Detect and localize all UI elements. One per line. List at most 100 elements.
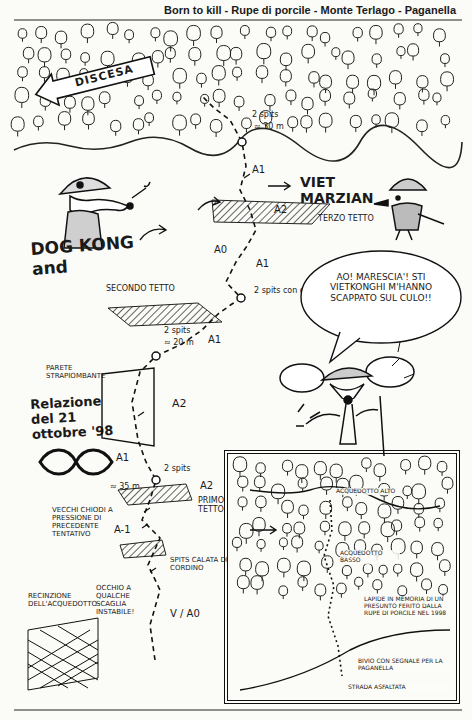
tree <box>173 92 181 104</box>
route-label: VIET MARZIAN <box>300 174 390 206</box>
route-label: ≈ 35 m <box>110 482 160 491</box>
tree <box>372 54 381 68</box>
tree <box>347 75 359 93</box>
tree <box>378 504 391 523</box>
tree <box>411 541 423 558</box>
route-label: SECONDO TETTO <box>106 284 196 293</box>
ear <box>280 364 324 392</box>
tree <box>435 498 444 512</box>
belays <box>152 138 246 484</box>
tree <box>410 563 422 582</box>
tree <box>298 577 307 591</box>
route-line <box>132 96 256 660</box>
tree <box>363 563 372 577</box>
fence <box>28 618 98 690</box>
infinity-mark <box>40 450 112 474</box>
tree <box>256 496 267 512</box>
tree <box>279 586 288 599</box>
tree <box>441 72 454 91</box>
cliff-edge <box>14 125 462 167</box>
tree <box>415 517 425 532</box>
tree <box>441 54 450 67</box>
tree <box>99 92 110 108</box>
belay <box>152 352 160 360</box>
tree <box>212 66 225 86</box>
route-label: A1 <box>252 164 282 176</box>
tree <box>422 579 432 594</box>
tree <box>283 26 292 39</box>
tree <box>234 96 244 111</box>
tree <box>403 486 412 499</box>
tree <box>256 463 266 477</box>
tree <box>23 47 34 63</box>
tree <box>238 497 247 511</box>
map-label: ACQUEDOTTO ALTO <box>336 488 396 495</box>
tree <box>437 461 447 476</box>
tree <box>417 120 428 136</box>
belay <box>152 476 160 484</box>
tree <box>320 521 329 535</box>
route-label: A1 <box>116 452 146 464</box>
route-label: RECINZIONE DELL'ACQUEDOTTO <box>28 592 94 608</box>
tree <box>58 112 70 131</box>
tree <box>61 49 71 63</box>
nose <box>344 396 352 404</box>
tree <box>307 26 317 41</box>
tree <box>298 478 307 492</box>
speech-bubble: AO! MARESCIA'! STI VIETKONGHI M'HANNO SC… <box>300 250 462 344</box>
tree <box>280 70 291 87</box>
tree <box>302 97 313 114</box>
tree <box>81 53 90 66</box>
tree <box>339 522 352 541</box>
tree <box>125 30 134 43</box>
tree <box>414 24 422 36</box>
tree <box>164 31 178 52</box>
tree <box>309 72 320 88</box>
tree <box>257 539 265 551</box>
tree <box>442 477 453 493</box>
route-label: A1 <box>208 334 238 346</box>
tree <box>238 476 248 491</box>
route-label: ≈ 20 m <box>164 338 214 347</box>
tree <box>419 89 429 105</box>
tree <box>394 92 405 109</box>
body-arms-rifle <box>306 396 384 456</box>
tree <box>15 87 29 108</box>
tree <box>432 542 444 560</box>
tree <box>337 583 347 598</box>
tree <box>434 29 446 47</box>
tree <box>288 117 298 132</box>
tree <box>257 43 271 64</box>
route-label: SPITS CALATA DI CORDINO <box>170 556 240 572</box>
pointer-arrow <box>268 182 290 190</box>
tree <box>286 90 296 105</box>
tree <box>187 25 201 46</box>
tree <box>362 458 371 472</box>
tree <box>251 576 263 595</box>
helmet <box>60 178 110 194</box>
mouse-cartoon <box>280 357 414 456</box>
tree <box>407 44 418 61</box>
tree <box>419 456 431 475</box>
tree <box>211 26 222 43</box>
tree <box>414 503 424 517</box>
beak <box>374 200 388 206</box>
tree <box>391 520 401 535</box>
tree <box>394 24 403 38</box>
tree <box>151 28 160 42</box>
tree <box>397 47 405 59</box>
map-trail <box>324 500 342 676</box>
tree <box>320 89 331 105</box>
tree <box>374 464 386 482</box>
tree <box>412 484 426 505</box>
bubble-shape <box>301 251 461 343</box>
low-roof <box>120 540 166 558</box>
tree <box>232 537 241 551</box>
tree <box>266 27 275 41</box>
map-label: LAPIDE IN MEMORIA DI UN PRESUNTO FERITO … <box>364 596 456 617</box>
ear <box>366 357 414 387</box>
route-label: ≈ 30 m <box>254 122 304 131</box>
tree <box>401 460 411 475</box>
tree <box>319 113 332 132</box>
tree <box>283 523 292 536</box>
